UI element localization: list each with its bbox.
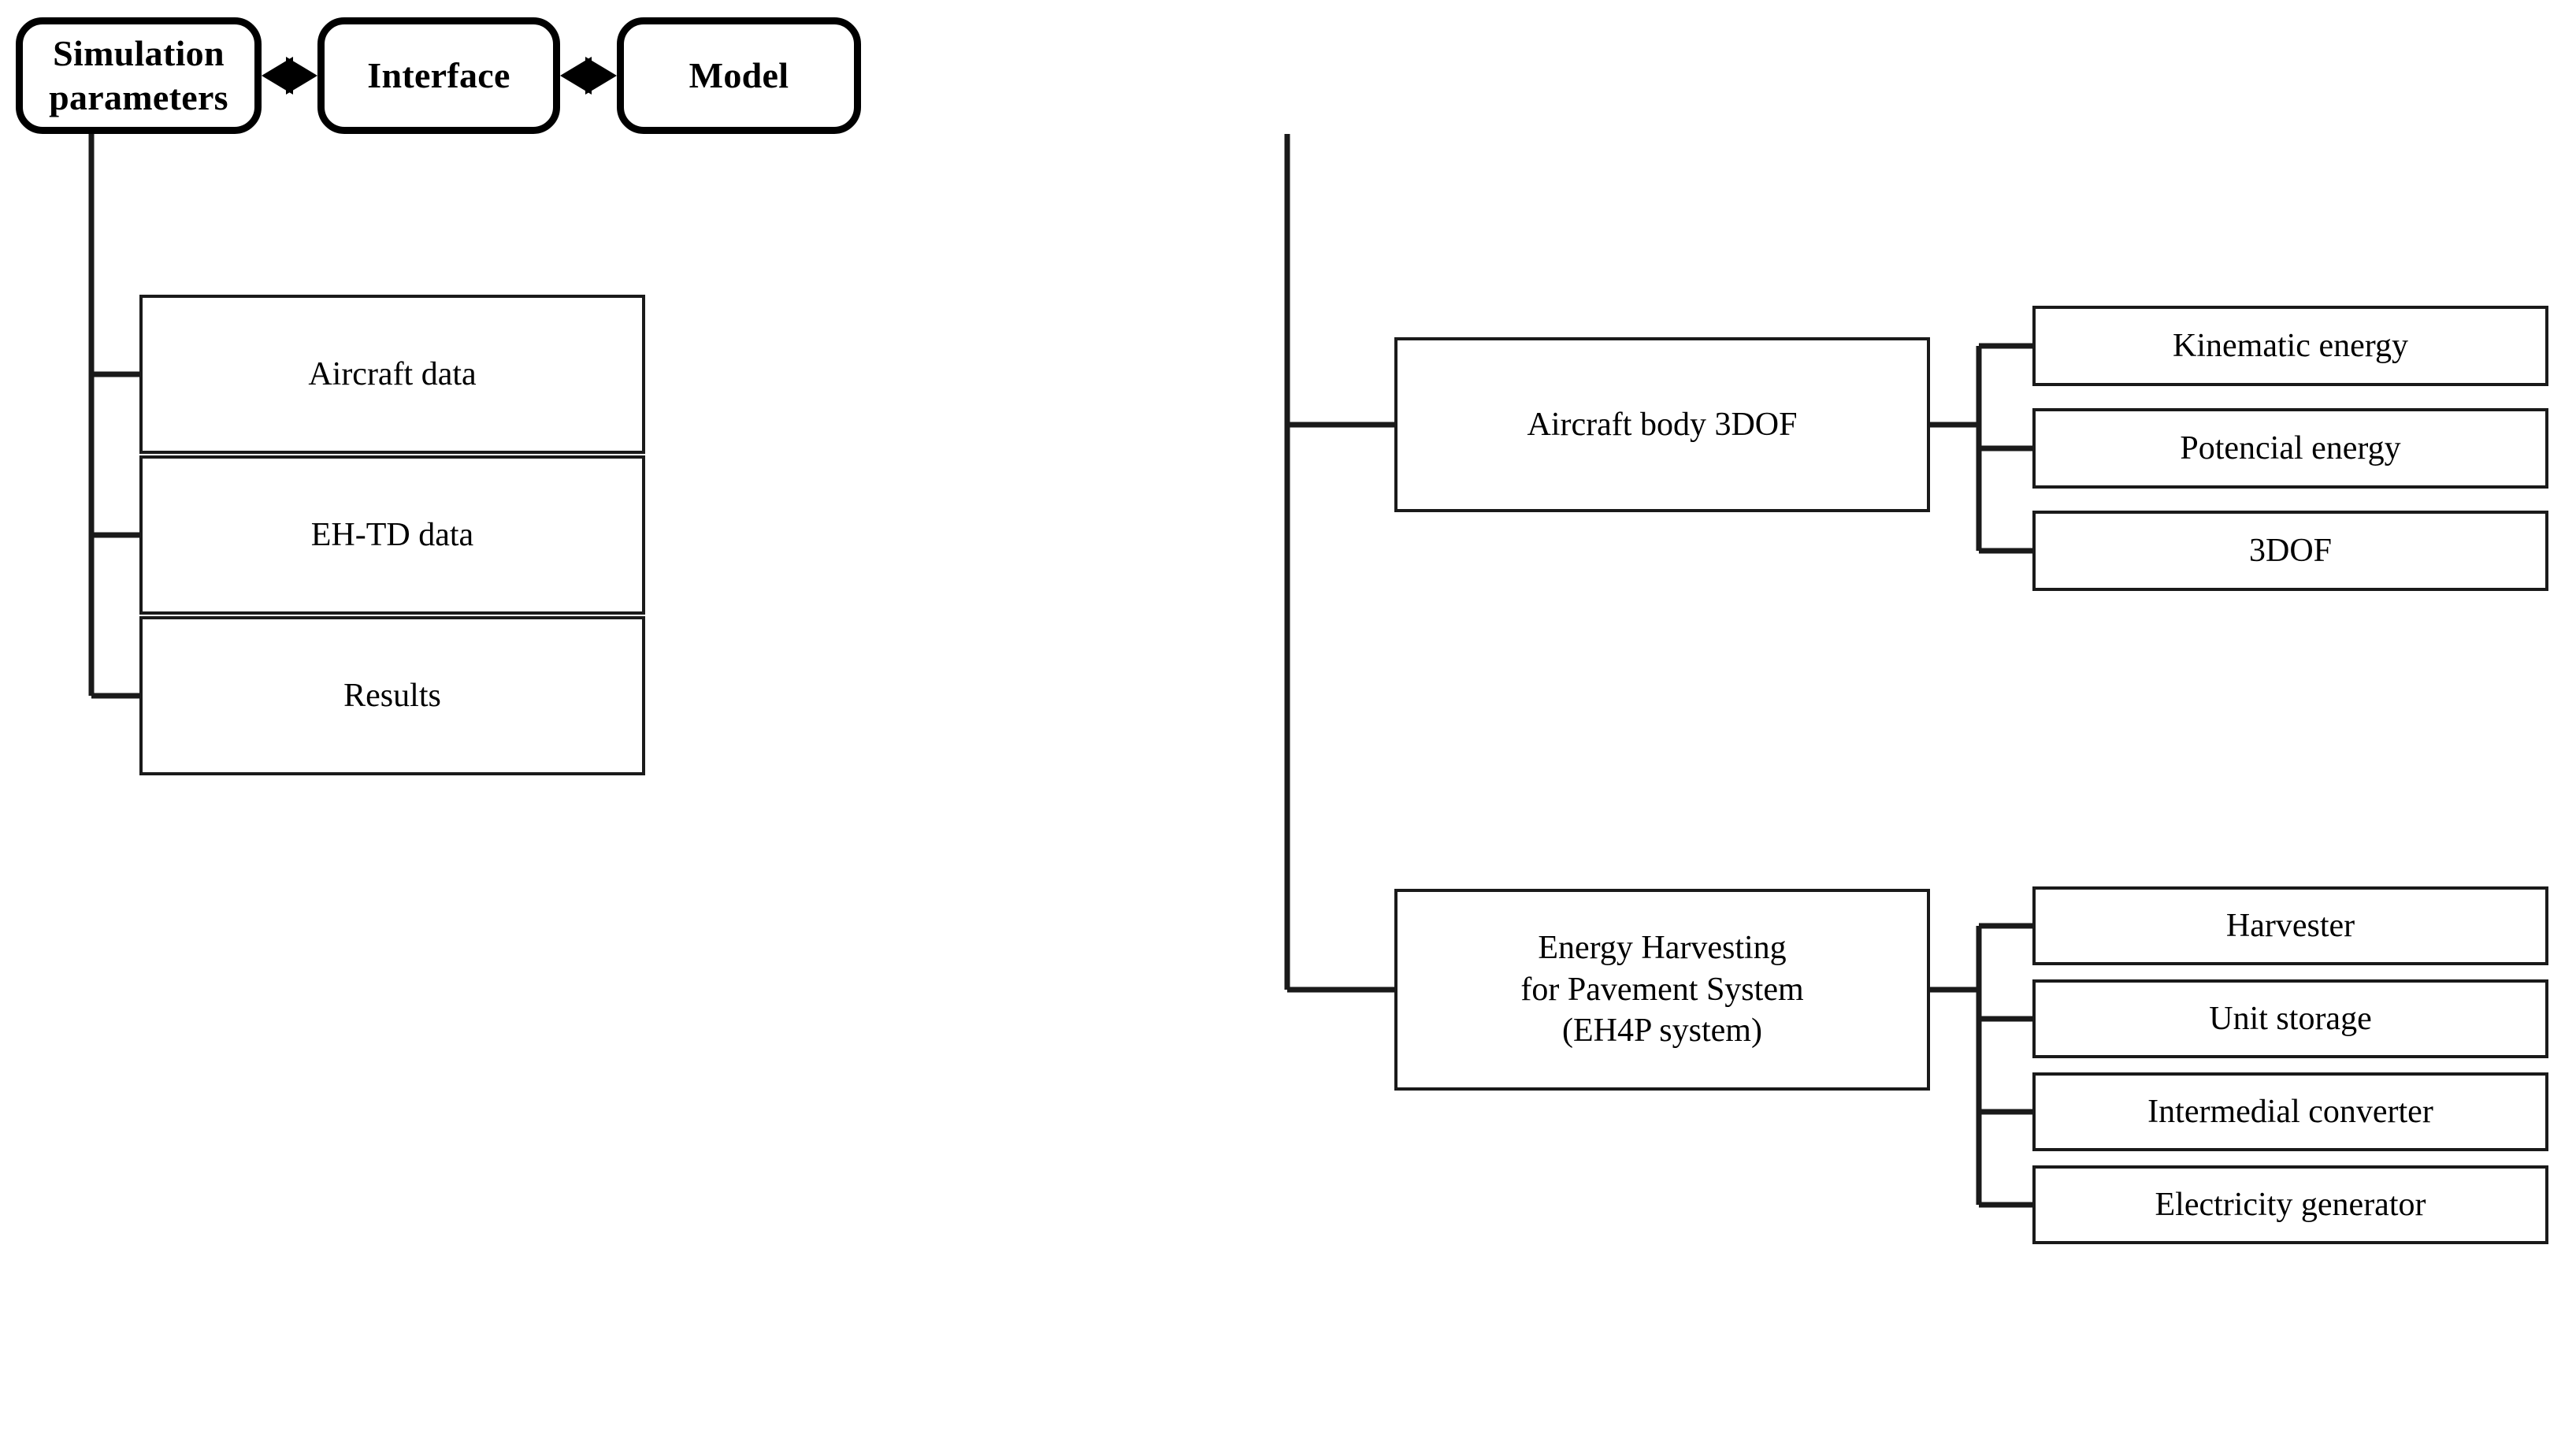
node-aircraft-body-3dof-label: Aircraft body 3DOF — [1527, 406, 1798, 443]
aircraft-body-3dof-tree-connector — [1930, 343, 2032, 554]
node-intermedial-converter-label: Intermedial converter — [2147, 1093, 2433, 1130]
node-kinematic-energy-label: Kinematic energy — [2173, 327, 2408, 364]
node-harvester[interactable]: Harvester — [2032, 886, 2548, 965]
node-model-label: Model — [689, 54, 789, 95]
arrow-simulation-interface-icon — [262, 57, 317, 95]
model-tree-connector — [1284, 134, 1394, 993]
arrow-simulation-interface[interactable] — [262, 52, 318, 99]
node-unit-storage[interactable]: Unit storage — [2032, 979, 2548, 1058]
node-model[interactable]: Model — [617, 17, 861, 134]
node-kinematic-energy[interactable]: Kinematic energy — [2032, 306, 2548, 386]
node-interface-label: Interface — [367, 54, 510, 95]
eh4p-system-tree-connector — [1930, 923, 2032, 1208]
node-potencial-energy[interactable]: Potencial energy — [2032, 408, 2548, 489]
node-intermedial-converter[interactable]: Intermedial converter — [2032, 1072, 2548, 1151]
node-unit-storage-label: Unit storage — [2209, 1000, 2372, 1037]
node-interface[interactable]: Interface — [317, 17, 560, 134]
node-aircraft-body-3dof[interactable]: Aircraft body 3DOF — [1394, 337, 1930, 512]
node-results-label: Results — [343, 677, 441, 714]
node-potencial-energy-label: Potencial energy — [2180, 429, 2401, 466]
node-results[interactable]: Results — [139, 616, 645, 775]
node-3dof[interactable]: 3DOF — [2032, 511, 2548, 591]
node-3dof-label: 3DOF — [2248, 532, 2333, 569]
node-aircraft-data[interactable]: Aircraft data — [139, 295, 645, 454]
simulation-parameters-tree-connector — [88, 134, 139, 699]
node-aircraft-data-label: Aircraft data — [308, 355, 477, 392]
arrow-interface-model[interactable] — [560, 52, 618, 99]
node-electricity-generator[interactable]: Electricity generator — [2032, 1165, 2548, 1244]
node-eh-td-data-label: EH-TD data — [310, 516, 474, 553]
node-electricity-generator-label: Electricity generator — [2155, 1186, 2426, 1223]
node-eh-td-data[interactable]: EH-TD data — [139, 455, 645, 615]
arrow-interface-model-icon — [560, 57, 617, 95]
node-harvester-label: Harvester — [2225, 907, 2355, 944]
